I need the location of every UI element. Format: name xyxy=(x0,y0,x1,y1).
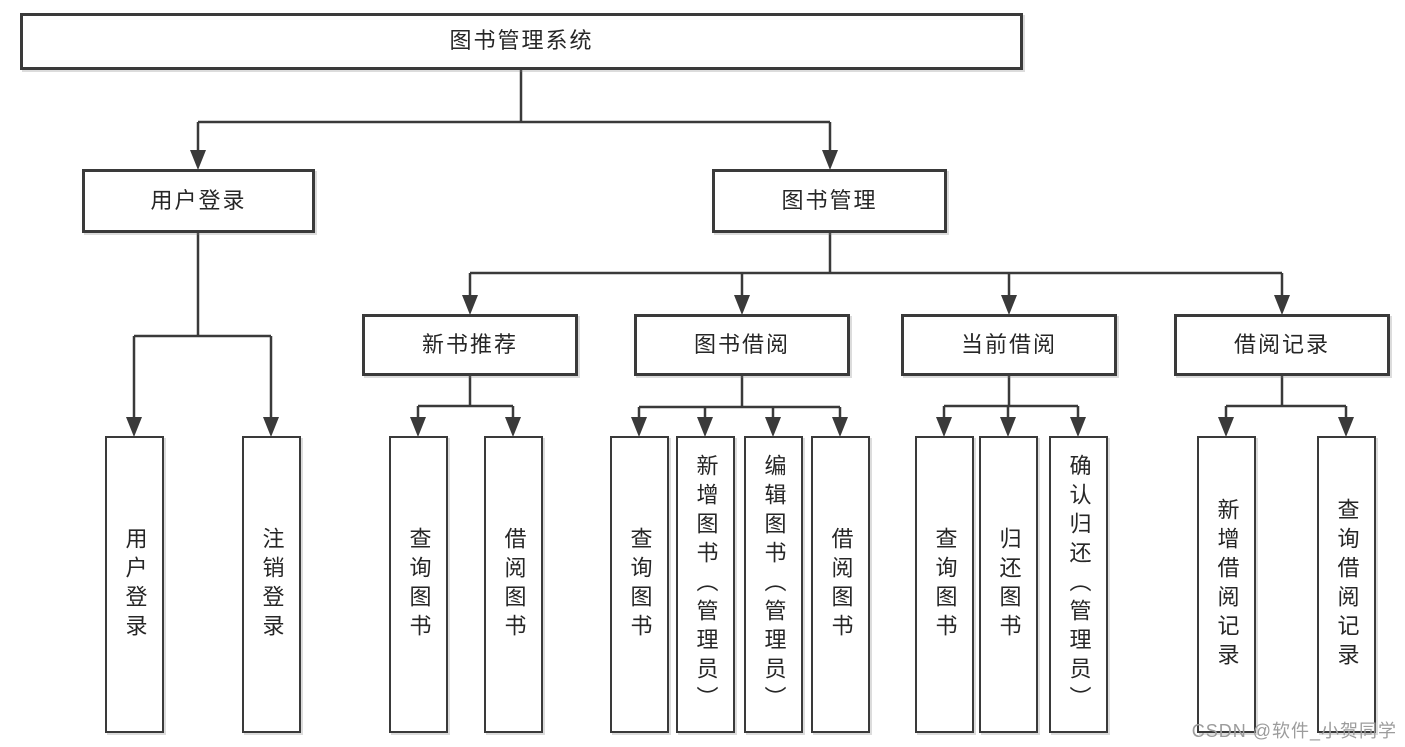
leaf-current-return-books: 归还图书 xyxy=(979,436,1038,733)
node-root-label: 图书管理系统 xyxy=(449,28,594,54)
leaf-borrow-query-books: 查询图书 xyxy=(610,436,669,733)
leaf-current-return-books-label: 归还图书 xyxy=(996,526,1022,643)
leaf-records-add-record: 新增借阅记录 xyxy=(1197,436,1256,733)
leaf-records-query-record: 查询借阅记录 xyxy=(1317,436,1376,733)
leaf-borrow-edit-books-admin: 编辑图书（管理员） xyxy=(744,436,803,733)
leaf-logout-login-label: 注销登录 xyxy=(259,526,285,643)
leaf-current-query-books: 查询图书 xyxy=(915,436,974,733)
leaf-rec-borrow-books-label: 借阅图书 xyxy=(501,526,527,643)
node-root: 图书管理系统 xyxy=(20,13,1023,70)
leaf-borrow-add-books-admin: 新增图书（管理员） xyxy=(676,436,735,733)
leaf-current-confirm-return-admin-label: 确认归还（管理员） xyxy=(1066,454,1092,715)
node-new-book-recommend: 新书推荐 xyxy=(362,314,578,376)
node-user-login: 用户登录 xyxy=(82,169,315,233)
branch-book-management xyxy=(462,233,1290,315)
node-new-book-recommend-label: 新书推荐 xyxy=(421,331,518,357)
leaf-user-login-label: 用户登录 xyxy=(122,526,148,643)
watermark: CSDN @软件_小贺同学 xyxy=(1191,721,1397,741)
node-book-borrowing-label: 图书借阅 xyxy=(693,331,790,357)
leaf-borrow-borrow-books-label: 借阅图书 xyxy=(828,526,854,643)
leaf-records-query-record-label: 查询借阅记录 xyxy=(1334,497,1360,672)
branch-root xyxy=(190,70,838,170)
node-current-borrowing: 当前借阅 xyxy=(901,314,1117,376)
leaf-records-add-record-label: 新增借阅记录 xyxy=(1214,497,1240,672)
node-user-login-label: 用户登录 xyxy=(150,187,247,213)
node-book-borrowing: 图书借阅 xyxy=(634,314,850,376)
leaf-rec-borrow-books: 借阅图书 xyxy=(484,436,543,733)
branch-borrowing-records xyxy=(1218,376,1354,437)
node-borrowing-records-label: 借阅记录 xyxy=(1233,331,1330,357)
leaf-rec-query-books: 查询图书 xyxy=(389,436,448,733)
leaf-current-query-books-label: 查询图书 xyxy=(932,526,958,643)
leaf-logout-login: 注销登录 xyxy=(242,436,301,733)
branch-new-book-recommend xyxy=(410,376,521,437)
node-borrowing-records: 借阅记录 xyxy=(1174,314,1390,376)
branch-book-borrowing xyxy=(631,376,848,437)
leaf-borrow-borrow-books: 借阅图书 xyxy=(811,436,870,733)
leaf-borrow-add-books-admin-label: 新增图书（管理员） xyxy=(693,454,719,715)
node-book-management-label: 图书管理 xyxy=(781,187,878,213)
branch-user-login xyxy=(126,233,279,437)
leaf-borrow-edit-books-admin-label: 编辑图书（管理员） xyxy=(761,454,787,715)
node-book-management: 图书管理 xyxy=(712,169,947,233)
leaf-rec-query-books-label: 查询图书 xyxy=(406,526,432,643)
leaf-user-login: 用户登录 xyxy=(105,436,164,733)
leaf-borrow-query-books-label: 查询图书 xyxy=(627,526,653,643)
node-current-borrowing-label: 当前借阅 xyxy=(960,331,1057,357)
branch-current-borrowing xyxy=(936,376,1086,437)
leaf-current-confirm-return-admin: 确认归还（管理员） xyxy=(1049,436,1108,733)
